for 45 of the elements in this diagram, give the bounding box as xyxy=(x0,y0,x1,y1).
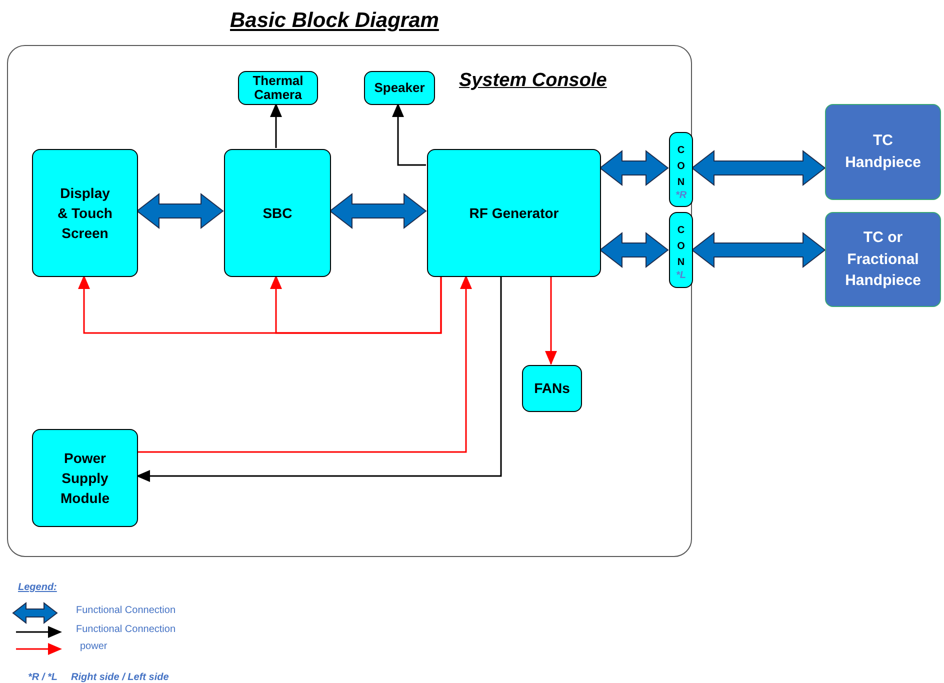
arrow xyxy=(270,103,282,148)
side-mark: *L xyxy=(676,271,686,281)
console-frame xyxy=(7,45,692,557)
double-block-arrow xyxy=(329,192,427,230)
footnote-mark: *R / *L xyxy=(28,671,58,683)
connector-box xyxy=(669,132,693,207)
module-label: SBC xyxy=(262,204,292,223)
module-label: Power Supply Module xyxy=(60,448,110,508)
connector-label: CON xyxy=(676,144,686,190)
module-label: Thermal Camera xyxy=(252,74,304,102)
module-box xyxy=(364,71,435,105)
arrow xyxy=(137,275,472,453)
handpiece-box xyxy=(825,104,941,200)
arrow xyxy=(270,275,442,334)
module-label: Speaker xyxy=(374,80,425,96)
double-block-arrow xyxy=(599,232,669,268)
double-block-arrow xyxy=(599,150,669,186)
arrow xyxy=(545,276,557,365)
arrow xyxy=(392,103,426,166)
console-heading: System Console xyxy=(459,69,607,93)
diagram-title: Basic Block Diagram xyxy=(230,8,439,34)
legend-heading: Legend: xyxy=(18,581,57,595)
module-label: TC Handpiece xyxy=(844,131,922,173)
arrow xyxy=(136,276,502,482)
side-mark: *R xyxy=(675,190,687,200)
footnote-text: Right side / Left side xyxy=(71,671,169,683)
module-label: Display & Touch Screen xyxy=(57,184,113,244)
double-block-arrow xyxy=(136,192,224,230)
legend-label: Functional Connection xyxy=(76,604,176,618)
double-block-arrow xyxy=(691,150,826,186)
legend-label: power xyxy=(80,640,108,654)
module-box xyxy=(32,429,138,527)
module-box xyxy=(522,365,582,412)
double-block-arrow xyxy=(691,232,826,268)
legend-label: Functional Connection xyxy=(76,623,176,637)
connector-box xyxy=(669,212,693,288)
module-box xyxy=(224,149,331,277)
handpiece-box xyxy=(825,212,941,307)
module-box xyxy=(427,149,601,277)
connector-label: CON xyxy=(676,224,686,270)
module-label: FANs xyxy=(534,379,570,398)
module-box xyxy=(238,71,318,105)
module-box xyxy=(32,149,138,277)
module-label: TC or Fractional Handpiece xyxy=(844,228,922,292)
module-label: RF Generator xyxy=(469,204,559,223)
